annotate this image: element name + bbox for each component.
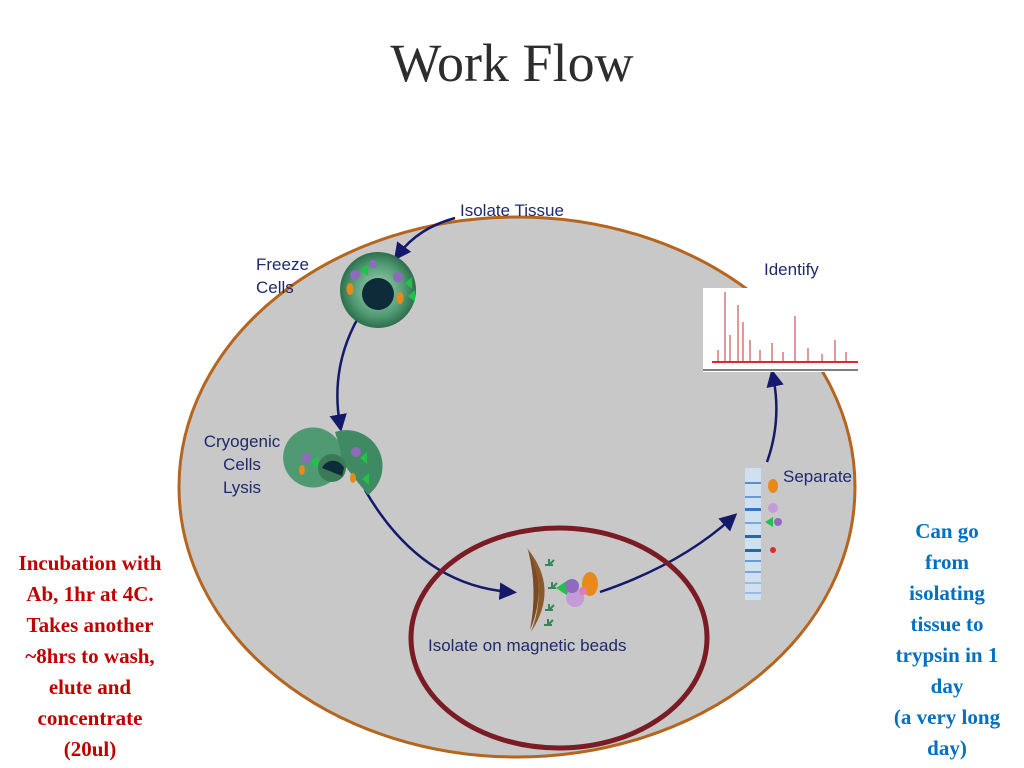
incubation-note-line-6: concentrate <box>37 706 143 730</box>
lysed-cell-icon <box>283 427 383 495</box>
incubation-note-line-3: Takes another <box>26 613 154 637</box>
timing-note-line-4: tissue to <box>910 612 984 636</box>
arrow-to-beads <box>363 489 517 600</box>
isolate-tissue-label: Isolate Tissue <box>460 201 564 220</box>
timing-note-line-3: isolating <box>909 581 985 605</box>
cryogenic-lysis-line-1: Cryogenic <box>203 432 281 451</box>
incubation-note-line-4: ~8hrs to wash, <box>25 644 155 668</box>
identify-label: Identify <box>764 260 819 279</box>
arrow-to-identify <box>765 369 784 463</box>
timing-note: Can go from isolating tissue to trypsin … <box>876 516 1018 764</box>
timing-note-line-5: trypsin in 1 <box>895 643 999 667</box>
arrow-to-lysis <box>329 317 360 432</box>
isolate-beads-label: Isolate on magnetic beads <box>428 636 627 655</box>
page-title: Work Flow <box>390 33 634 93</box>
freeze-cells-line-2: Cells <box>256 278 294 297</box>
incubation-note: Incubation with Ab, 1hr at 4C. Takes ano… <box>0 548 180 765</box>
timing-note-line-1: Can go <box>915 519 979 543</box>
mass-spectrum-icon <box>703 288 859 372</box>
cryogenic-lysis-line-2: Cells <box>223 455 261 474</box>
incubation-note-line-7: (20ul) <box>63 737 117 761</box>
freeze-cells-line-1: Freeze <box>256 255 309 274</box>
incubation-note-line-5: elute and <box>48 675 132 699</box>
workflow-ellipse <box>177 215 857 759</box>
arrow-to-separate <box>599 513 738 594</box>
arrow-to-freeze <box>393 216 456 261</box>
timing-note-line-8: day) <box>927 736 967 760</box>
incubation-note-line-2: Ab, 1hr at 4C. <box>26 582 154 606</box>
incubation-note-line-1: Incubation with <box>18 551 162 575</box>
freeze-cell-icon <box>340 252 416 328</box>
separate-label: Separate <box>783 467 852 486</box>
freeze-cells-label: Freeze Cells <box>256 253 309 299</box>
cryogenic-lysis-label: Cryogenic Cells Lysis <box>186 430 298 499</box>
timing-note-line-6: day <box>930 674 964 698</box>
gel-lane-icon <box>745 468 782 600</box>
timing-note-line-7: (a very long <box>893 705 1001 729</box>
magnetic-bead-icon <box>527 548 598 632</box>
highlight-circle <box>408 525 710 751</box>
timing-note-line-2: from <box>925 550 969 574</box>
cryogenic-lysis-line-3: Lysis <box>222 478 262 497</box>
